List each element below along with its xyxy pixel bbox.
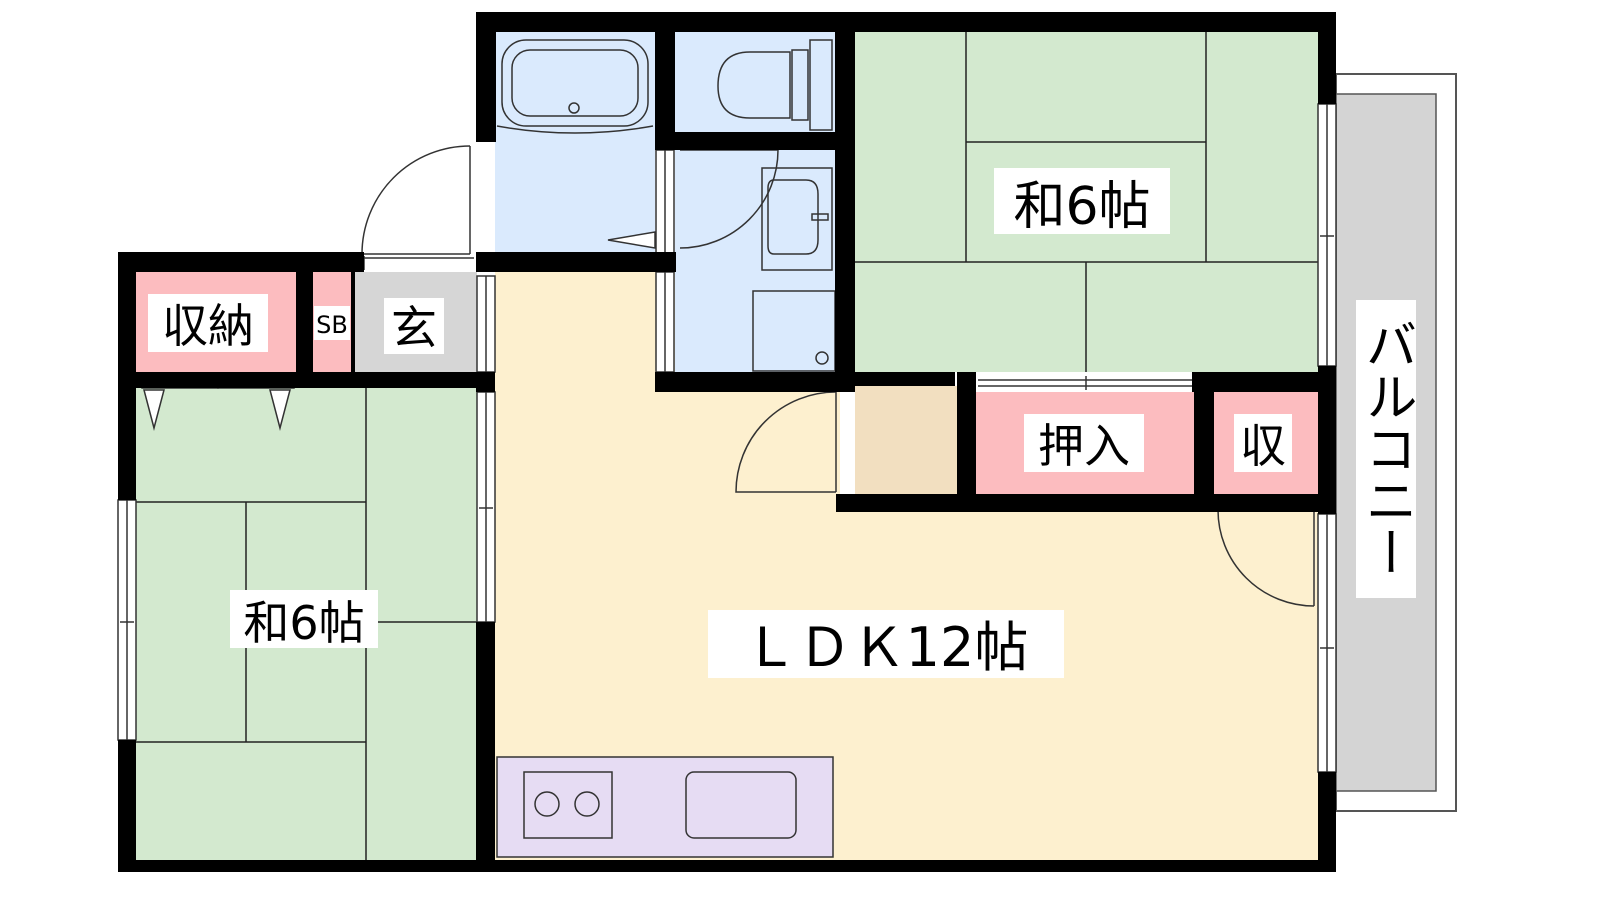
walls (118, 12, 1336, 872)
entrance-label: 玄 (391, 301, 437, 355)
ldk-floor-right (840, 512, 1318, 860)
stove (523, 771, 613, 839)
toilet (717, 51, 791, 119)
washroom-floor (675, 150, 835, 372)
storage-right-door-swing (1217, 509, 1315, 607)
hallway-closet-floor (855, 386, 957, 494)
toilet-floor (675, 32, 835, 132)
sink (685, 771, 797, 839)
balcony-label: バルコニー (1356, 318, 1416, 578)
bathtub (501, 39, 649, 127)
labels: 和6帖 和6帖 ＬＤＫ12帖 収納 SB 玄 押入 収 バルコニー (148, 168, 1416, 679)
wash-basin (761, 167, 833, 271)
kitchen-counter (496, 756, 834, 858)
ldk-door-swing (735, 391, 837, 493)
fixtures (496, 39, 836, 839)
shoe-box-label: SB (316, 311, 348, 339)
oshiire-label: 押入 (1038, 419, 1130, 473)
storage-left-label: 収納 (162, 299, 254, 353)
washitsu-top-label: 和6帖 (1013, 177, 1150, 237)
front-door-swing (361, 145, 471, 255)
storage-right-label: 収 (1240, 419, 1286, 473)
washroom-door-swing (679, 149, 779, 249)
ldk-label: ＬＤＫ12帖 (744, 616, 1029, 679)
washitsu-left-label: 和6帖 (243, 596, 364, 650)
bathroom-floor (495, 32, 655, 254)
